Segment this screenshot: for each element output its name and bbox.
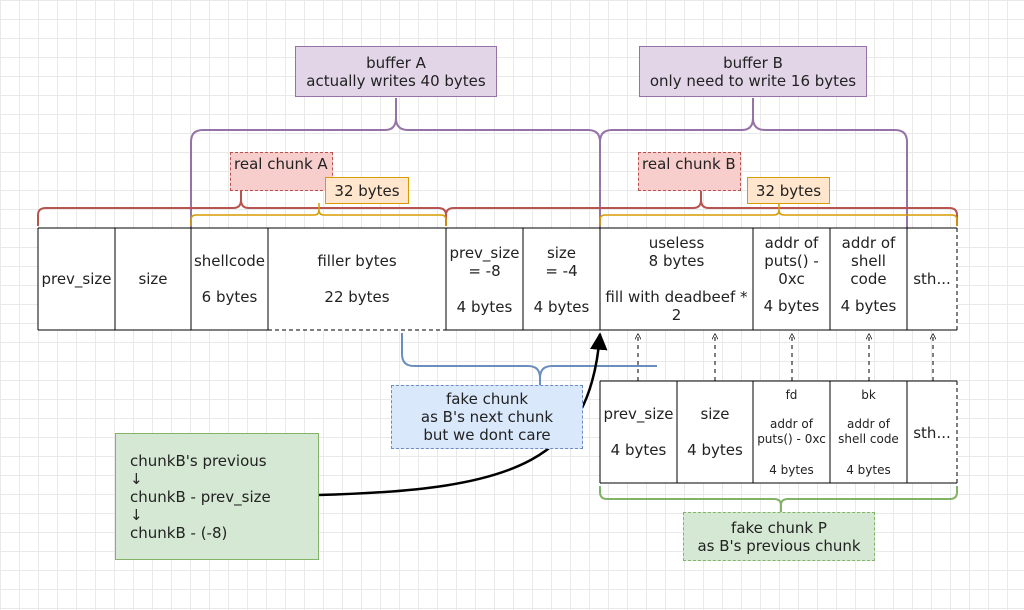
cell-size-b: size = -4 4 bytes (523, 244, 600, 316)
useless-bytes: 8 bytes (648, 252, 705, 270)
real-chunk-a-text: real chunk A (234, 155, 328, 173)
fake-chunk-label: fake chunk as B's next chunk but we dont… (391, 385, 583, 449)
fd-line1: addr of (770, 417, 813, 431)
bracket-real-chunk-b (445, 188, 958, 226)
pointer-arrow (317, 332, 608, 497)
useless-times: 2 (671, 306, 682, 324)
fake-cell-size: size 4 bytes (677, 405, 753, 459)
buffer-b-label: buffer B only need to write 16 bytes (639, 46, 867, 97)
fake-cell-prev-size: prev_size 4 bytes (600, 405, 677, 459)
memory-row-lines (37, 227, 958, 331)
real-chunk-a-label: real chunk A (230, 152, 333, 191)
prev-size-b-bytes: 4 bytes (456, 298, 513, 316)
bracket-buffer-a (190, 98, 601, 228)
cell-sth: sth... (907, 270, 957, 288)
cell-useless: useless 8 bytes fill with deadbeef * 2 (600, 234, 753, 324)
bk-line1: addr of (847, 417, 890, 431)
fd-bytes: 4 bytes (769, 463, 814, 477)
addr-puts-bytes: 4 bytes (763, 297, 820, 315)
bracket-buffer-b (599, 98, 908, 228)
cell-shellcode: shellcode 6 bytes (191, 252, 268, 306)
shellcode-text: shellcode (193, 252, 266, 270)
fd-line2: puts() - 0xc (757, 432, 826, 446)
cell-prev-size-text: prev_size (41, 270, 112, 288)
filler-text: filler bytes (317, 252, 397, 270)
prev-size-b-text: prev_size (449, 244, 520, 262)
bk-label: bk (861, 388, 876, 402)
cell-prev-size-b: prev_size = -8 4 bytes (446, 244, 523, 316)
addr-shell-line3: code (850, 270, 887, 288)
buffer-b-desc: only need to write 16 bytes (649, 71, 857, 90)
size-a-label: 32 bytes (325, 177, 409, 204)
bracket-32-bytes-a (190, 203, 447, 226)
addr-puts-line1: addr of (764, 234, 819, 252)
useless-text: useless (648, 234, 705, 252)
cell-size-text: size (138, 270, 168, 288)
addr-puts-line3: 0xc (778, 270, 805, 288)
note-line1: chunkB's previous (130, 451, 267, 470)
fake-chunk-desc2: but we dont care (423, 426, 551, 444)
chunkb-note: chunkB's previous ↓ chunkB - prev_size ↓… (115, 433, 319, 560)
size-b-text: 32 bytes (755, 181, 822, 200)
note-arrow2: ↓ (130, 505, 143, 524)
buffer-a-label: buffer A actually writes 40 bytes (295, 46, 497, 97)
cell-sth-text: sth... (913, 270, 951, 288)
prev-size-b-value: = -8 (468, 262, 501, 280)
size-b-bytes: 4 bytes (533, 298, 590, 316)
fake-chunk-p-desc: as B's previous chunk (697, 536, 861, 555)
fake-cell-fd: fd addr of puts() - 0xc 4 bytes (753, 388, 830, 478)
cell-prev-size: prev_size (38, 270, 115, 288)
fake-chunk-title: fake chunk (445, 390, 529, 408)
addr-puts-line2: puts() - (764, 252, 819, 270)
fake-prev-size-text: prev_size (603, 405, 674, 423)
note-arrow1: ↓ (130, 469, 143, 488)
addr-shell-bytes: 4 bytes (840, 297, 897, 315)
fake-chunk-p-title: fake chunk P (731, 518, 827, 537)
bracket-fake-chunk-p (599, 486, 958, 512)
fake-prev-size-bytes: 4 bytes (610, 441, 667, 459)
buffer-a-title: buffer A (366, 53, 426, 72)
buffer-a-desc: actually writes 40 bytes (306, 71, 486, 90)
addr-shell-line2: shell (851, 252, 886, 270)
cell-size: size (115, 270, 191, 288)
fake-chunk-p-label: fake chunk P as B's previous chunk (683, 512, 875, 561)
fake-cell-sth-text: sth... (913, 424, 951, 442)
note-line2: chunkB - prev_size (130, 487, 271, 506)
cell-addr-puts: addr of puts() - 0xc 4 bytes (753, 234, 830, 315)
note-line3: chunkB - (-8) (130, 523, 228, 542)
fake-cell-sth: sth... (907, 424, 957, 442)
real-chunk-b-text: real chunk B (642, 155, 736, 173)
fake-row-lines (599, 380, 958, 484)
fd-label: fd (785, 388, 798, 402)
size-a-text: 32 bytes (334, 181, 400, 200)
size-b-text: size (546, 244, 577, 262)
size-b-label: 32 bytes (747, 177, 830, 204)
real-chunk-b-label: real chunk B (638, 152, 741, 191)
useless-fill: fill with deadbeef * (605, 288, 748, 306)
fake-size-bytes: 4 bytes (687, 441, 743, 459)
cell-filler: filler bytes 22 bytes (268, 252, 446, 306)
bk-line2: shell code (838, 432, 899, 446)
filler-bytes: 22 bytes (324, 288, 390, 306)
addr-shell-line1: addr of (841, 234, 896, 252)
bk-bytes: 4 bytes (846, 463, 891, 477)
size-b-value: = -4 (545, 262, 578, 280)
cell-addr-shell: addr of shell code 4 bytes (830, 234, 907, 315)
buffer-b-title: buffer B (723, 53, 783, 72)
fake-chunk-desc1: as B's next chunk (420, 408, 554, 426)
fake-cell-bk: bk addr of shell code 4 bytes (830, 388, 907, 478)
shellcode-bytes: 6 bytes (201, 288, 258, 306)
fake-size-text: size (700, 405, 730, 423)
bracket-fake-chunk (401, 333, 657, 385)
bracket-32-bytes-b (599, 203, 958, 226)
